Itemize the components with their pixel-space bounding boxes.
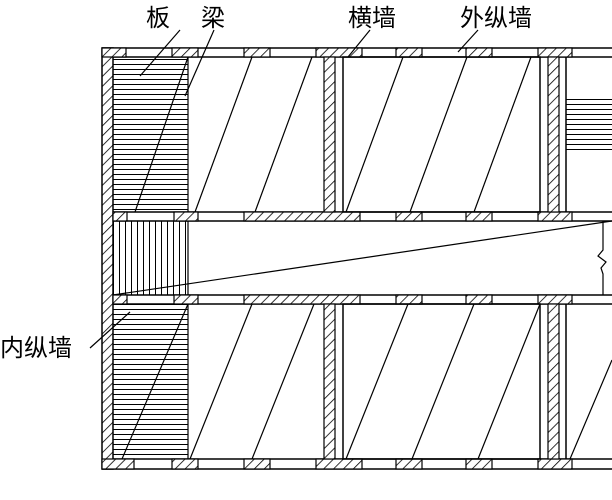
room-upper-middle: [342, 56, 541, 213]
outer-left-wall: [101, 47, 114, 470]
label-cross-wall: 横墙: [348, 4, 396, 32]
room-lower-right: [565, 304, 612, 460]
label-outer-longitudinal-wall: 外纵墙: [460, 4, 532, 32]
room-upper-left: [113, 56, 313, 213]
outer-longitudinal-wall-top: [101, 47, 612, 58]
break-line-icon: [597, 221, 607, 295]
room-lower-left: [113, 303, 315, 460]
room-lower-middle: [342, 303, 541, 460]
inner-longitudinal-wall-lower: [112, 294, 612, 305]
cross-walls: [323, 56, 560, 460]
corridor: [112, 220, 612, 296]
outer-longitudinal-wall-bottom: [101, 458, 612, 470]
label-beam: 梁: [201, 4, 225, 32]
label-slab: 板: [146, 4, 170, 32]
inner-longitudinal-wall-upper: [112, 211, 612, 222]
label-inner-longitudinal-wall: 内纵墙: [0, 334, 72, 362]
leader-lines: [89, 29, 479, 349]
room-upper-right: [565, 57, 612, 212]
